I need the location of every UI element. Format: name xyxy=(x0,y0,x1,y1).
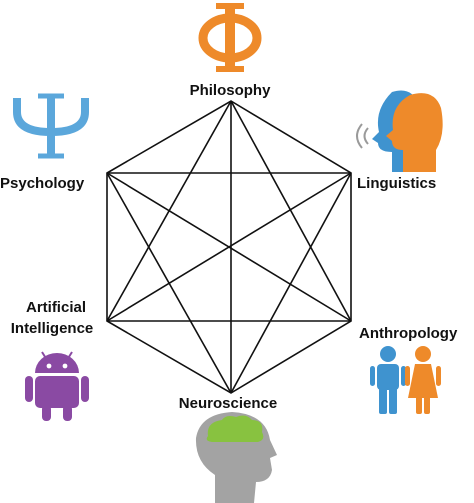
man-woman-icon xyxy=(370,346,441,414)
edge-philosophy-anthropology xyxy=(230,100,352,322)
philosophy-label: Philosophy xyxy=(190,82,271,99)
ai-label-line2: Intelligence xyxy=(11,320,94,337)
edge-linguistics-neuroscience xyxy=(230,172,352,394)
speaking-heads-icon xyxy=(356,90,443,172)
linguistics-label: Linguistics xyxy=(357,175,436,192)
psi-icon xyxy=(13,93,89,159)
psychology-label: Psychology xyxy=(0,175,85,192)
hexagon-network xyxy=(106,100,352,394)
anthropology-label: Anthropology xyxy=(359,325,458,342)
phi-icon xyxy=(198,3,262,72)
edge-anthropology-psychology xyxy=(106,172,352,322)
ai-label-line1: Artificial xyxy=(26,299,86,316)
brain-head-icon xyxy=(195,412,277,503)
android-robot-icon xyxy=(25,351,89,421)
neuroscience-label: Neuroscience xyxy=(179,395,277,412)
edge-neuroscience-psychology xyxy=(106,172,232,394)
